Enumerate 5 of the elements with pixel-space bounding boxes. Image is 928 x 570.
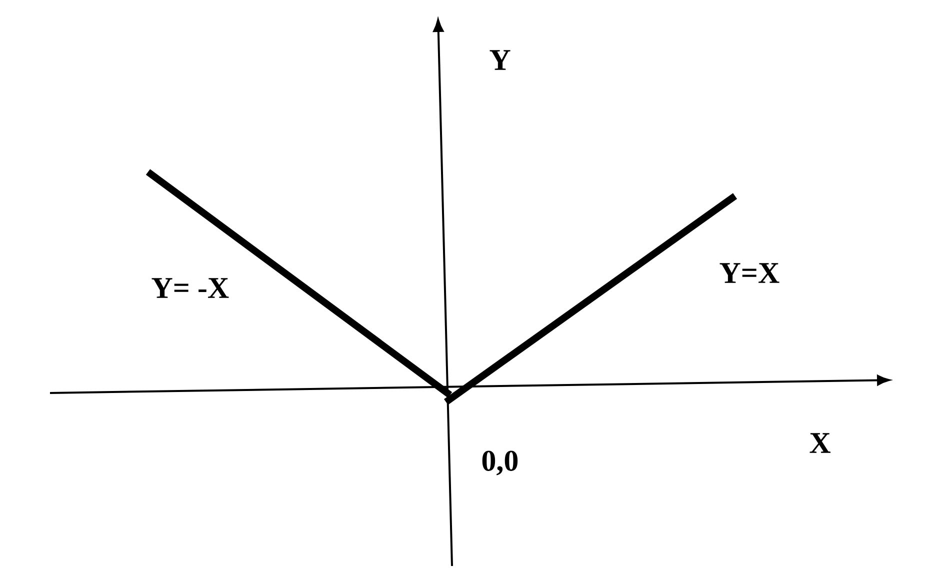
axis-label: Y=X bbox=[720, 263, 780, 283]
axis-label: X bbox=[810, 433, 831, 453]
axis-label: 0,0 bbox=[482, 450, 518, 476]
axis-label: Y= -X bbox=[152, 278, 229, 298]
axis-label: Y bbox=[490, 50, 510, 70]
